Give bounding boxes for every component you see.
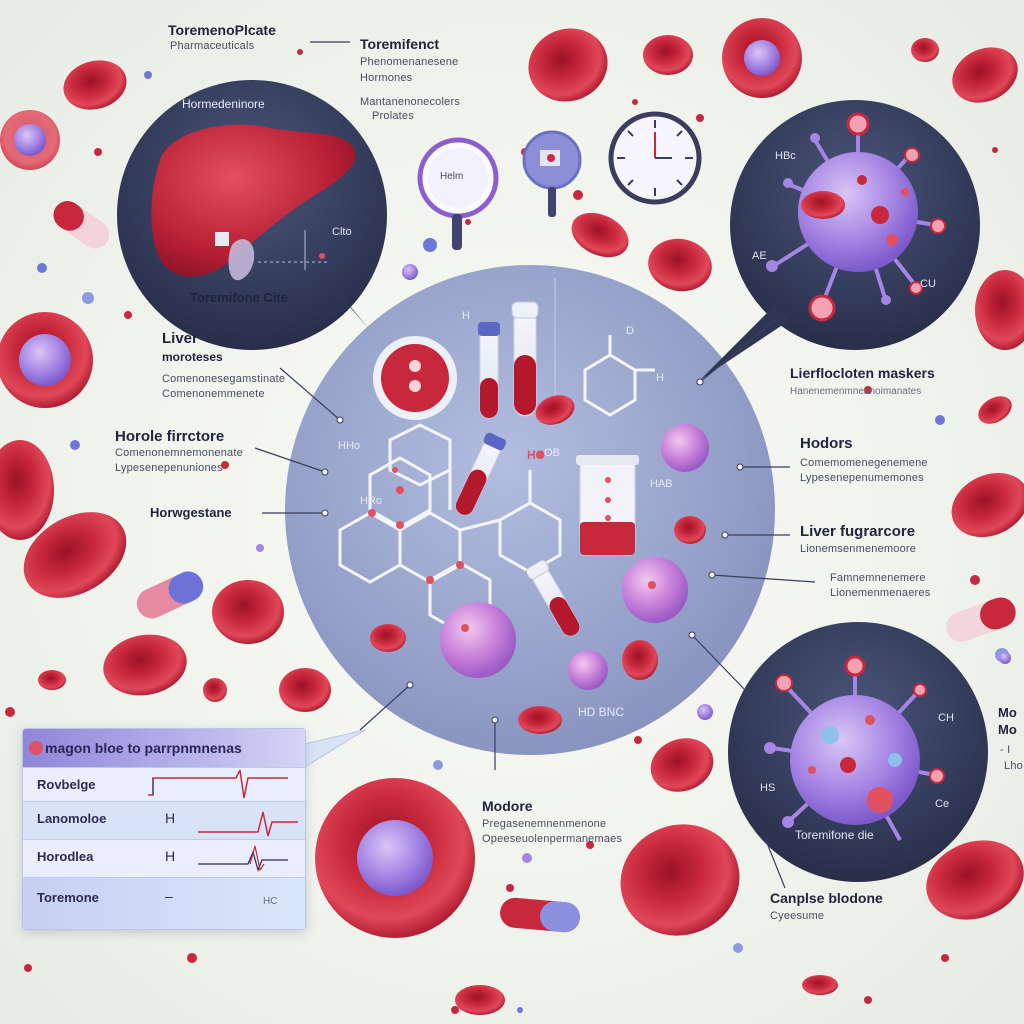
virus-label-hbc: HBc	[775, 150, 796, 162]
complse-sub: Cyeesume	[770, 910, 825, 922]
right-title: Lierflocloten maskers	[790, 365, 935, 381]
right-sub: Hanenemenmneanoimanates	[790, 386, 922, 397]
disc-cells	[370, 395, 709, 734]
edge-title-2: Mo	[998, 722, 1017, 737]
waveform-graphic	[198, 811, 298, 837]
modore-title: Modore	[482, 798, 533, 814]
molecule-label-hho: HHo	[338, 440, 361, 452]
virus2-tag: Toremifone die	[795, 828, 874, 842]
virus2-label-ce: Ce	[935, 798, 950, 810]
hd-bnc-label: HD BNC	[578, 705, 625, 719]
virus-bubble-top	[700, 100, 980, 380]
callout-dots	[321, 378, 744, 724]
record-dot-icon	[29, 741, 43, 755]
liver-bubble	[117, 80, 387, 350]
top-right-line1: Phenomenanesene	[360, 56, 459, 68]
waveform-graphic	[198, 845, 288, 872]
liver-bubble-side: Clto	[332, 226, 352, 238]
infected-red-cells	[0, 18, 802, 938]
panel-row-label: Rovbelge	[37, 777, 96, 792]
liver-sub1: moroteses	[162, 350, 223, 364]
panel-row-label: Toremone	[37, 890, 99, 905]
horole-sub1: Comenonemnemonenate	[115, 447, 243, 459]
molecule-label-ho: HO	[527, 448, 545, 462]
parameter-panel: magon bloe to parrpnmnenas Rovbelge Lano…	[22, 728, 306, 930]
virus-label-cu: CU	[920, 278, 936, 290]
liver-title: Liver	[162, 330, 198, 347]
top-right-bullet1: Mantanenonecolers	[360, 96, 461, 108]
gauge-icon	[608, 111, 702, 205]
liver-fug-sub: Lionemsenmenemoore	[800, 543, 917, 555]
decorative-dots	[5, 49, 1011, 1014]
virus2-label-ch: CH	[938, 712, 954, 724]
top-right-line2: Hormones	[360, 72, 413, 84]
horole-title: Horole firrctore	[115, 428, 225, 445]
hodors-sub1: Comemomenegenemene	[800, 457, 928, 469]
panel-row-value: H	[165, 848, 176, 864]
test-device-icon	[522, 130, 582, 217]
panel-row: Toremone – HC	[23, 877, 305, 929]
background-red-cells	[0, 28, 1024, 1015]
liver-bubble-tag: Toremifone Cite	[190, 290, 288, 305]
panel-row-value: –	[165, 888, 173, 904]
molecule-label-d: D	[626, 325, 634, 337]
edge-sub-1: - I	[1000, 744, 1011, 756]
edge-sub-2: Lho	[1004, 760, 1023, 772]
magnifier-icon	[417, 137, 499, 250]
liver-fug-title: Liver fugrarcore	[800, 523, 916, 540]
capsules	[53, 201, 1016, 933]
virus-bubble-bottom	[728, 622, 988, 882]
liver-fug-bullet2: Lionemenmenaeres	[830, 587, 931, 599]
horwgestane-label: Horwgestane	[150, 505, 232, 520]
virus2-label-hs: HS	[760, 782, 776, 794]
molecule-label-h2: H	[656, 372, 664, 384]
callout-lines	[254, 41, 816, 889]
top-right-title: Toremifenct	[360, 36, 440, 52]
panel-row-extra: HC	[263, 896, 278, 907]
top-subtitle: Pharmaceuticals	[170, 40, 255, 52]
top-right-bullet2: Prolates	[372, 110, 414, 122]
red-badge	[373, 336, 457, 420]
panel-connector	[299, 729, 366, 771]
horole-sub2: Lypesenepenuniones	[115, 462, 223, 474]
liver-sub3: Comenonemmenete	[162, 388, 265, 400]
molecule-label-h: H	[462, 310, 470, 322]
liver-fug-bullet1: Famnemnenemere	[830, 572, 926, 584]
magnifier-label: Helm	[440, 171, 464, 182]
liver-sub2: Comenonesegamstinate	[162, 373, 286, 385]
panel-row: Lanomoloe H	[23, 801, 305, 840]
panel-header: magon bloe to parrpnmnenas	[23, 729, 305, 767]
molecule-label-ob: OB	[544, 447, 560, 459]
waveform-graphic	[148, 770, 288, 799]
panel-row-value: H	[165, 810, 176, 826]
panel-title: magon bloe to parrpnmnenas	[45, 740, 242, 756]
molecule-label-hab: HAB	[650, 478, 673, 490]
complse-title: Canplse blodone	[770, 890, 883, 906]
panel-row-label: Lanomoloe	[37, 811, 107, 826]
panel-row-label: Horodlea	[37, 849, 94, 864]
liver-bubble-title: Hormedeninore	[182, 97, 265, 111]
modore-sub2: Opeeseuolenpermanemaes	[482, 833, 623, 845]
hodors-title: Hodors	[800, 435, 853, 452]
panel-row: Horodlea H	[23, 839, 305, 878]
panel-row: Rovbelge	[23, 767, 305, 802]
top-title: ToremenoPlcate	[168, 22, 276, 38]
test-tubes	[455, 301, 639, 637]
modore-sub1: Pregasenemnenmenone	[482, 818, 607, 830]
hodors-sub2: Lypesenepenumemones	[800, 472, 924, 484]
virus-label-ae: AE	[752, 250, 767, 262]
molecule-label-hro: HRo	[360, 495, 383, 507]
structure-atoms	[368, 451, 544, 584]
edge-title-1: Mo	[998, 705, 1017, 720]
